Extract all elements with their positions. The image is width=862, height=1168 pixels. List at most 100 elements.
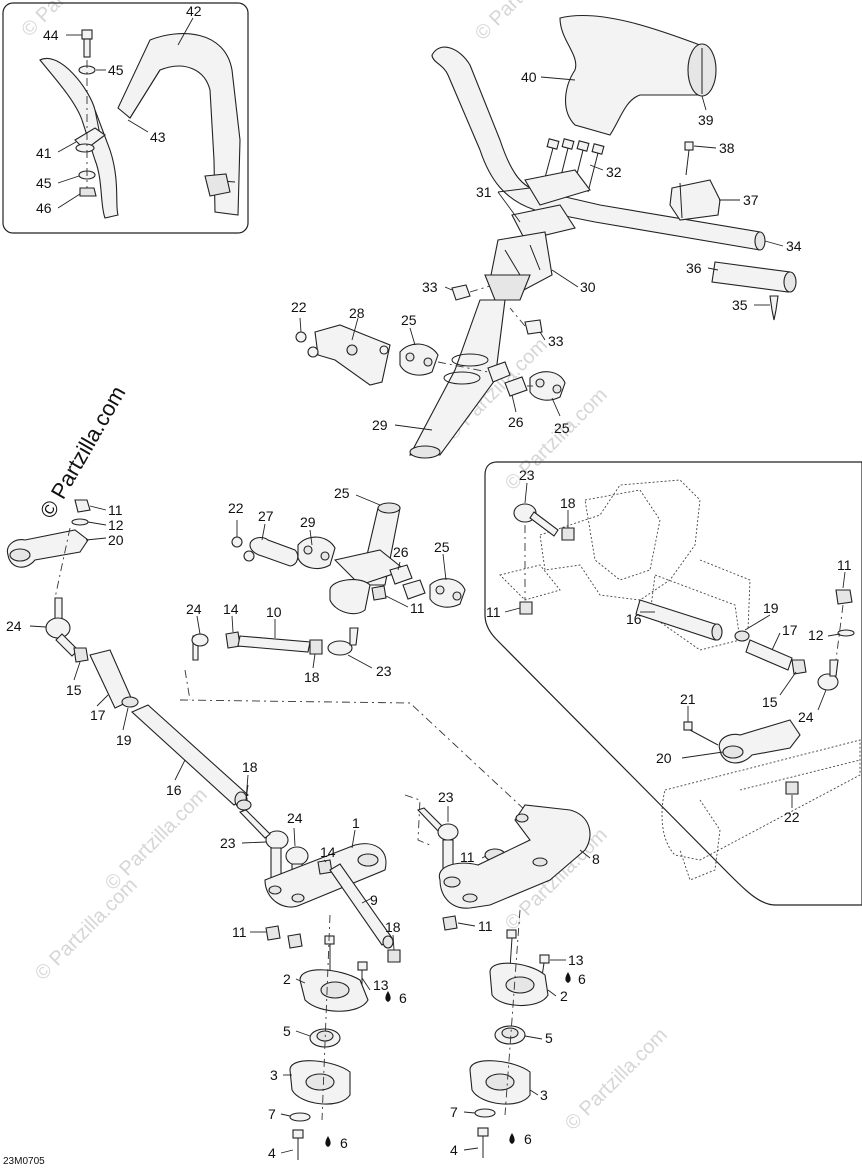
nut-14b	[317, 859, 333, 875]
watermark-faint: © Partzilla.com	[101, 784, 212, 895]
callout-45: 45	[108, 62, 124, 78]
bolt-13d	[539, 954, 550, 964]
callout-16b: 16	[626, 611, 642, 627]
callout-5: 5	[283, 1023, 291, 1039]
callout-15: 15	[66, 682, 82, 698]
grease-drop-icon	[509, 1133, 515, 1144]
callout-11: 11	[108, 502, 123, 518]
callout-1: 1	[352, 815, 360, 831]
callout-41: 41	[36, 145, 52, 161]
watermark-faint: © Partzilla.com	[31, 874, 142, 985]
nut-18d	[387, 949, 401, 963]
washer-12b	[837, 629, 855, 637]
callout-30: 30	[580, 279, 596, 295]
ball-stud-24	[54, 597, 63, 621]
jam-nut-15b	[791, 659, 807, 675]
callout-14b: 14	[320, 844, 336, 860]
bolt-4	[292, 1129, 304, 1139]
callout-12: 12	[108, 517, 124, 533]
nut-19b	[734, 630, 750, 642]
callout-18e: 18	[242, 759, 258, 775]
center-linkage: 22 27 25 29 26 25 11 24 14 10 18 23	[184, 485, 466, 701]
callout-2b: 2	[560, 988, 568, 1004]
lower-left-assembly: 18 24 23 1 14 9 11 18 13 6 2 5 3 7 4 6	[220, 759, 407, 1161]
callout-7: 7	[268, 1106, 276, 1122]
ski-outline	[661, 739, 861, 861]
link-plate-27	[249, 536, 299, 567]
nut-33b	[524, 319, 543, 335]
nut-11b	[371, 585, 387, 601]
callout-46: 46	[36, 200, 52, 216]
nut-22b	[231, 536, 243, 548]
assembly-line-right	[404, 794, 431, 846]
callout-13b: 13	[568, 952, 584, 968]
washer-7b	[474, 1108, 496, 1118]
column-end	[409, 445, 441, 459]
callout-18c: 18	[560, 495, 576, 511]
callout-38: 38	[719, 140, 735, 156]
watermark-faint: © Partzilla.com	[561, 1024, 672, 1135]
callout-35: 35	[732, 297, 748, 313]
callout-27: 27	[258, 508, 274, 524]
clamp-31-lower	[511, 204, 576, 241]
callout-22: 22	[291, 299, 307, 315]
callout-32: 32	[606, 164, 622, 180]
spacer-26	[487, 361, 511, 383]
grease-drop-icon	[385, 991, 391, 1002]
washer-12	[71, 518, 89, 526]
callout-14: 14	[223, 601, 239, 617]
callout-11d: 11	[837, 557, 852, 573]
lower-right-assembly: 23 11 8 11 13 6 2 5 3 7 4 6	[417, 789, 600, 1158]
callout-3b: 3	[540, 1087, 548, 1103]
callout-24c: 24	[798, 709, 814, 725]
inset-frame	[2, 2, 249, 234]
callout-17: 17	[90, 707, 106, 723]
stud-23	[349, 627, 359, 646]
callout-33: 33	[422, 279, 438, 295]
bar-end	[754, 231, 766, 251]
nut-46	[79, 187, 97, 197]
callout-26b: 26	[393, 544, 409, 560]
callout-42: 42	[186, 3, 202, 19]
handlebar-pad	[117, 33, 241, 216]
callout-45b: 45	[36, 175, 52, 191]
nut-11	[74, 499, 91, 513]
callout-25b: 25	[554, 420, 570, 436]
diagram-code: 23M0705	[3, 1156, 45, 1167]
callout-24b: 24	[186, 601, 202, 617]
clamp-25c	[297, 536, 336, 570]
clamp-25	[399, 343, 439, 376]
shaft-16	[635, 599, 719, 641]
callout-26: 26	[508, 414, 524, 430]
tie-rod-end-24c	[817, 673, 839, 691]
assembly-line-center	[179, 699, 556, 839]
callout-23b: 23	[519, 467, 535, 483]
spacer-26c	[389, 564, 413, 585]
screw-38	[684, 141, 694, 151]
bolt-13c	[506, 929, 517, 939]
callout-15b: 15	[762, 694, 778, 710]
grease-drop-icon	[565, 972, 571, 983]
callout-24: 24	[6, 618, 22, 634]
callout-25d: 25	[434, 539, 450, 555]
stem-base	[484, 274, 531, 301]
callout-36: 36	[686, 260, 702, 276]
handlebar-assembly: 40 39 38 32 31 37 34 36 35 33 30 33 22 2…	[291, 14, 802, 459]
callout-2: 2	[283, 971, 291, 987]
nut-11e	[265, 925, 281, 941]
plug-35	[769, 295, 779, 321]
callout-20b: 20	[656, 750, 672, 766]
inset-right: 23 18 11 16 11 19 17 12 15 24 21 20 22	[484, 461, 862, 906]
callout-11c: 11	[486, 604, 501, 620]
callout-6c: 6	[578, 971, 586, 987]
callout-19: 19	[116, 732, 132, 748]
bolt-44	[81, 29, 93, 40]
nut-22	[295, 331, 307, 343]
callout-43: 43	[150, 129, 166, 145]
callout-29: 29	[372, 417, 388, 433]
adjuster-17b	[745, 639, 793, 671]
grease-drop-icon	[325, 1136, 331, 1147]
nut-11d	[835, 589, 853, 605]
callout-23: 23	[376, 663, 392, 679]
